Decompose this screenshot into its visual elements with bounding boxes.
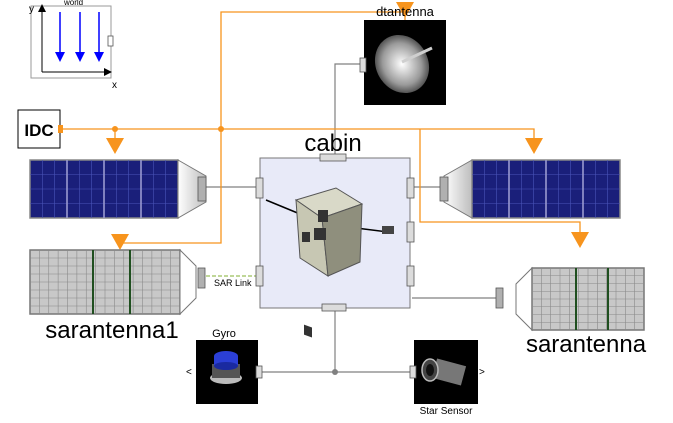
gyro-left-connector-icon: <: [186, 367, 192, 378]
star-sensor-block[interactable]: Star Sensor >: [409, 340, 485, 417]
panel-left-port[interactable]: [197, 176, 207, 202]
cabin-port-left-1[interactable]: [255, 177, 264, 199]
world-x-label: x: [112, 80, 117, 91]
solar-panel-left[interactable]: [29, 159, 207, 219]
panel-left-input-arrow: [106, 138, 124, 154]
cabin-to-dtantenna-line: [334, 63, 364, 160]
cabin-port-left-2[interactable]: [255, 265, 264, 287]
dtantenna-input-arrow: [396, 2, 414, 18]
gyro-port[interactable]: [255, 365, 263, 379]
dtantenna-block[interactable]: dtantenna: [359, 4, 446, 105]
cabin-port-right-3[interactable]: [406, 265, 415, 287]
panel-right-input-arrow: [525, 138, 543, 154]
world-y-label: y: [29, 4, 34, 15]
bus-junction: [332, 369, 338, 375]
idc-to-sarantenna1-line: [120, 129, 222, 244]
gyro-label: Gyro: [212, 328, 236, 340]
cabin-block[interactable]: cabin: [255, 130, 415, 338]
sarantenna1-input-arrow: [111, 234, 129, 250]
sarantenna-label: sarantenna: [526, 331, 647, 358]
star-sensor-port[interactable]: [409, 365, 417, 379]
star-sensor-label: Star Sensor: [420, 406, 473, 417]
dtantenna-label: dtantenna: [376, 4, 435, 19]
world-block[interactable]: world y x: [29, 0, 117, 91]
idc-block[interactable]: IDC: [17, 109, 63, 149]
sarantenna-input-arrow: [571, 232, 589, 248]
world-y-arrow: [38, 4, 46, 12]
sarantenna-port[interactable]: [495, 287, 504, 309]
cabin-port-top[interactable]: [319, 153, 347, 162]
sarantenna1-label: sarantenna1: [45, 317, 178, 344]
star-sensor-right-connector-icon: >: [479, 367, 485, 378]
satellite-icon: [265, 187, 394, 338]
dish-antenna-icon: [374, 34, 430, 94]
sarantenna1-port[interactable]: [197, 267, 206, 289]
cabin-port-right-1[interactable]: [406, 177, 415, 199]
dtantenna-port[interactable]: [359, 57, 367, 73]
cabin-port-right-2[interactable]: [406, 221, 415, 243]
gravity-arrows: [55, 12, 104, 62]
sar-link-label: SAR Link: [214, 278, 252, 288]
solar-panel-right[interactable]: [439, 159, 621, 219]
idc-to-sarantenna-line: [419, 129, 581, 232]
signal-arrowheads: [106, 2, 589, 250]
sarantenna-block[interactable]: sarantenna: [495, 266, 647, 358]
cabin-label: cabin: [304, 130, 361, 157]
idc-label: IDC: [24, 121, 53, 140]
idc-bus-line: [62, 128, 535, 140]
world-label: world: [63, 0, 83, 7]
panel-right-port[interactable]: [439, 176, 449, 202]
gyro-block[interactable]: Gyro <: [186, 328, 263, 404]
idc-output-port[interactable]: [58, 125, 63, 133]
signal-nodes: [112, 126, 224, 132]
sar-link: SAR Link: [206, 275, 258, 288]
sarantenna1-block[interactable]: sarantenna1: [29, 248, 206, 344]
world-frame-port[interactable]: [107, 35, 114, 47]
cabin-port-bottom[interactable]: [321, 303, 347, 312]
world-x-arrow: [104, 68, 112, 76]
